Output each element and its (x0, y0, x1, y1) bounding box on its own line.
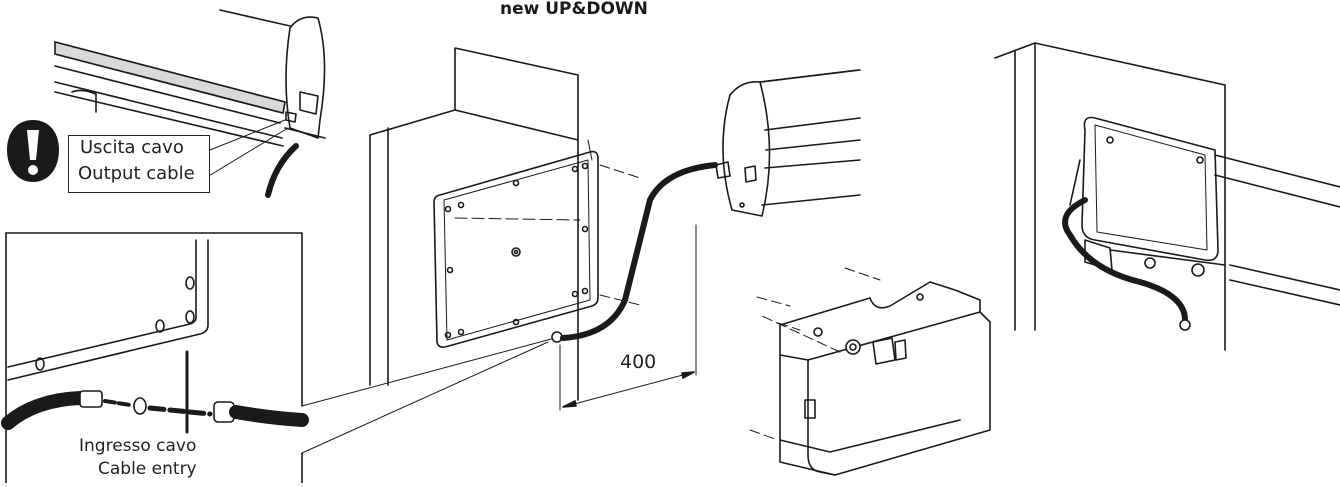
profile-detail-top-left (54, 9, 326, 198)
output-cable-label-it: Uscita cavo (80, 137, 184, 158)
output-cable-label-en: Output cable (78, 163, 195, 184)
cable-entry-label-it: Ingresso cavo (79, 436, 197, 456)
cable-entry-detail (1, 232, 556, 484)
output-cable-callout (68, 135, 210, 193)
cable-entry-label-en: Cable entry (98, 459, 197, 479)
assembled-view (994, 42, 1340, 351)
wall-with-plate (369, 47, 718, 401)
warning-exclamation-icon (7, 120, 59, 182)
dimension-400 (559, 224, 697, 411)
dimension-label: 400 (620, 351, 657, 373)
diagram-title: new UP&DOWN (500, 0, 648, 19)
mounting-bracket (749, 267, 991, 476)
profile-center (715, 69, 861, 217)
